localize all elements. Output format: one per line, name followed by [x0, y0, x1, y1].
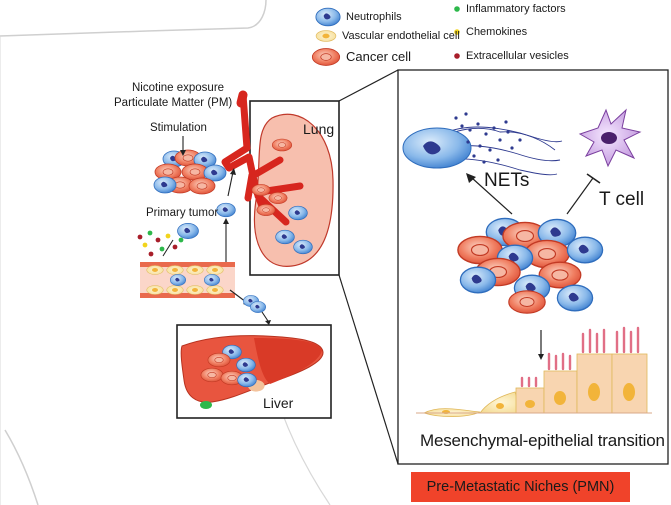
microvilli — [520, 326, 640, 388]
secreted-factors — [137, 230, 184, 257]
legend-cancer-label: Cancer cell — [346, 49, 412, 64]
met-label: Mesenchymal-epithelial transition — [420, 431, 665, 450]
legend-neutrophils-label: Neutrophils — [346, 11, 402, 23]
legend-inflammatory-dot — [454, 6, 460, 12]
primary-tumor-label: Primary tumor — [146, 207, 219, 219]
lung-label: Lung — [303, 121, 335, 137]
legend-neutrophil-symbol — [315, 7, 341, 27]
pmn-banner: Pre-Metastatic Niches (PMN) — [411, 472, 630, 502]
body-outline-lower — [4, 429, 39, 505]
legend-vesicles-dot — [454, 53, 460, 59]
body-silhouette — [0, 0, 267, 37]
net-cell — [402, 112, 563, 176]
exposure-label-line1: Nicotine exposure — [132, 82, 225, 94]
pmn-label: Pre-Metastatic Niches (PMN) — [426, 479, 615, 495]
liver-label: Liver — [263, 395, 294, 411]
legend-vascular-label: Vascular endothelial cell — [342, 30, 460, 42]
tcell-label: T cell — [599, 189, 645, 210]
nets-label: NETs — [484, 170, 530, 191]
legend-chemokines-dot — [454, 29, 460, 35]
primary-tumor-cluster — [153, 149, 227, 195]
legend-chemokines-label: Chemokines — [466, 26, 528, 38]
stimulation-label: Stimulation — [150, 122, 207, 134]
exposure-label-line2: Particulate Matter (PM) — [114, 97, 233, 109]
t-cell — [578, 108, 642, 168]
met-cells — [416, 353, 652, 418]
bronchi — [221, 91, 304, 226]
legend-vascular-symbol — [315, 30, 337, 42]
legend-cancer-symbol — [311, 48, 341, 66]
blood-vessel — [140, 262, 235, 298]
legend-inflammatory-label: Inflammatory factors — [466, 3, 566, 15]
legend-vesicles-label: Extracellular vesicles — [466, 50, 569, 62]
